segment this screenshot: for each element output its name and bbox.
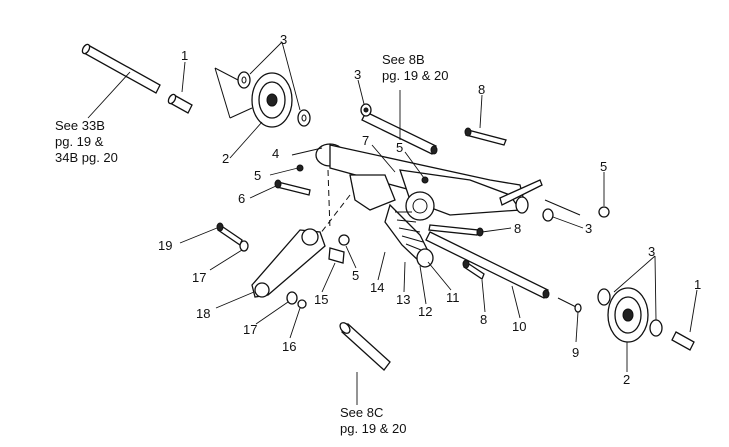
note-see-8b-line1: See 8B: [382, 52, 425, 67]
callout-2-upper: 2: [222, 151, 229, 166]
bolt-8-upper: [464, 127, 507, 146]
bolt-8-lower: [462, 259, 485, 280]
washer-3-upper-right: [297, 109, 311, 127]
note-see-8b-line2: pg. 19 & 20: [382, 68, 449, 83]
upper-rear-shaft: [499, 179, 581, 216]
callout-9: 9: [572, 345, 579, 360]
note-see-33b-line3: 34B pg. 20: [55, 150, 118, 165]
nut-5-center: [421, 176, 429, 184]
bushing-15: [328, 247, 345, 264]
nut-5-lower: [338, 234, 350, 246]
bolt-19: [216, 222, 243, 246]
callout-18: 18: [196, 306, 210, 321]
callout-2-lower: 2: [623, 372, 630, 387]
note-see-33b-line2: pg. 19 &: [55, 134, 104, 149]
callout-4: 4: [272, 146, 279, 161]
suspension-arm-assembly: [315, 143, 529, 221]
pin-9: [557, 297, 582, 313]
callout-5-right: 5: [600, 159, 607, 174]
callout-1-upper: 1: [181, 48, 188, 63]
callout-17-lower: 17: [243, 322, 257, 337]
callout-6: 6: [238, 191, 245, 206]
callout-7: 7: [362, 133, 369, 148]
spacer-1-upper: [167, 93, 193, 114]
alignment-lines: [299, 169, 351, 261]
spacer-1-lower: [671, 331, 695, 351]
upper-rail-shaft: [361, 111, 438, 155]
washer-3-right: [542, 208, 554, 222]
callout-3-right: 3: [585, 221, 592, 236]
callout-13: 13: [396, 292, 410, 307]
callout-15: 15: [314, 292, 328, 307]
washer-17-lower: [286, 291, 298, 305]
lower-shaft-8c: [339, 322, 391, 371]
note-see-8c-line2: pg. 19 & 20: [340, 421, 407, 436]
washer-3-lower-left: [597, 288, 611, 306]
callout-3-top: 3: [354, 67, 361, 82]
bolt-6: [274, 179, 311, 196]
callout-3-upper: 3: [280, 32, 287, 47]
callout-14: 14: [370, 280, 384, 295]
assembly-bracket-line: [214, 67, 253, 119]
callout-8-upper: 8: [478, 82, 485, 97]
callout-3-lower: 3: [648, 244, 655, 259]
callout-1-lower: 1: [694, 277, 701, 292]
callout-10: 10: [512, 319, 526, 334]
callout-5-left: 5: [254, 168, 261, 183]
idler-wheel-lower: [607, 287, 649, 343]
callout-12: 12: [418, 304, 432, 319]
callout-17-upper: 17: [192, 270, 206, 285]
callout-8-lower: 8: [480, 312, 487, 327]
lower-arm-18: [251, 228, 326, 298]
bolt-8-middle: [428, 224, 484, 237]
leader-lines: [87, 41, 698, 405]
callout-16: 16: [282, 339, 296, 354]
note-see-8c-line1: See 8C: [340, 405, 383, 420]
washer-3-upper-left: [237, 71, 251, 89]
callout-19: 19: [158, 238, 172, 253]
callout-5-center: 5: [396, 140, 403, 155]
upper-left-shaft: [81, 43, 161, 94]
callout-11: 11: [446, 290, 460, 305]
idler-wheel-upper: [251, 72, 293, 128]
callout-8-middle: 8: [514, 221, 521, 236]
callout-5-lower: 5: [352, 268, 359, 283]
spring-shock: [384, 203, 434, 268]
nut-5-right: [598, 206, 610, 218]
nut-16: [297, 299, 307, 309]
long-shaft-10: [425, 231, 550, 299]
washer-17-upper: [239, 240, 249, 252]
washer-3-lower-right: [649, 319, 663, 337]
note-see-33b-line1: See 33B: [55, 118, 105, 133]
nut-3-top: [360, 103, 372, 117]
